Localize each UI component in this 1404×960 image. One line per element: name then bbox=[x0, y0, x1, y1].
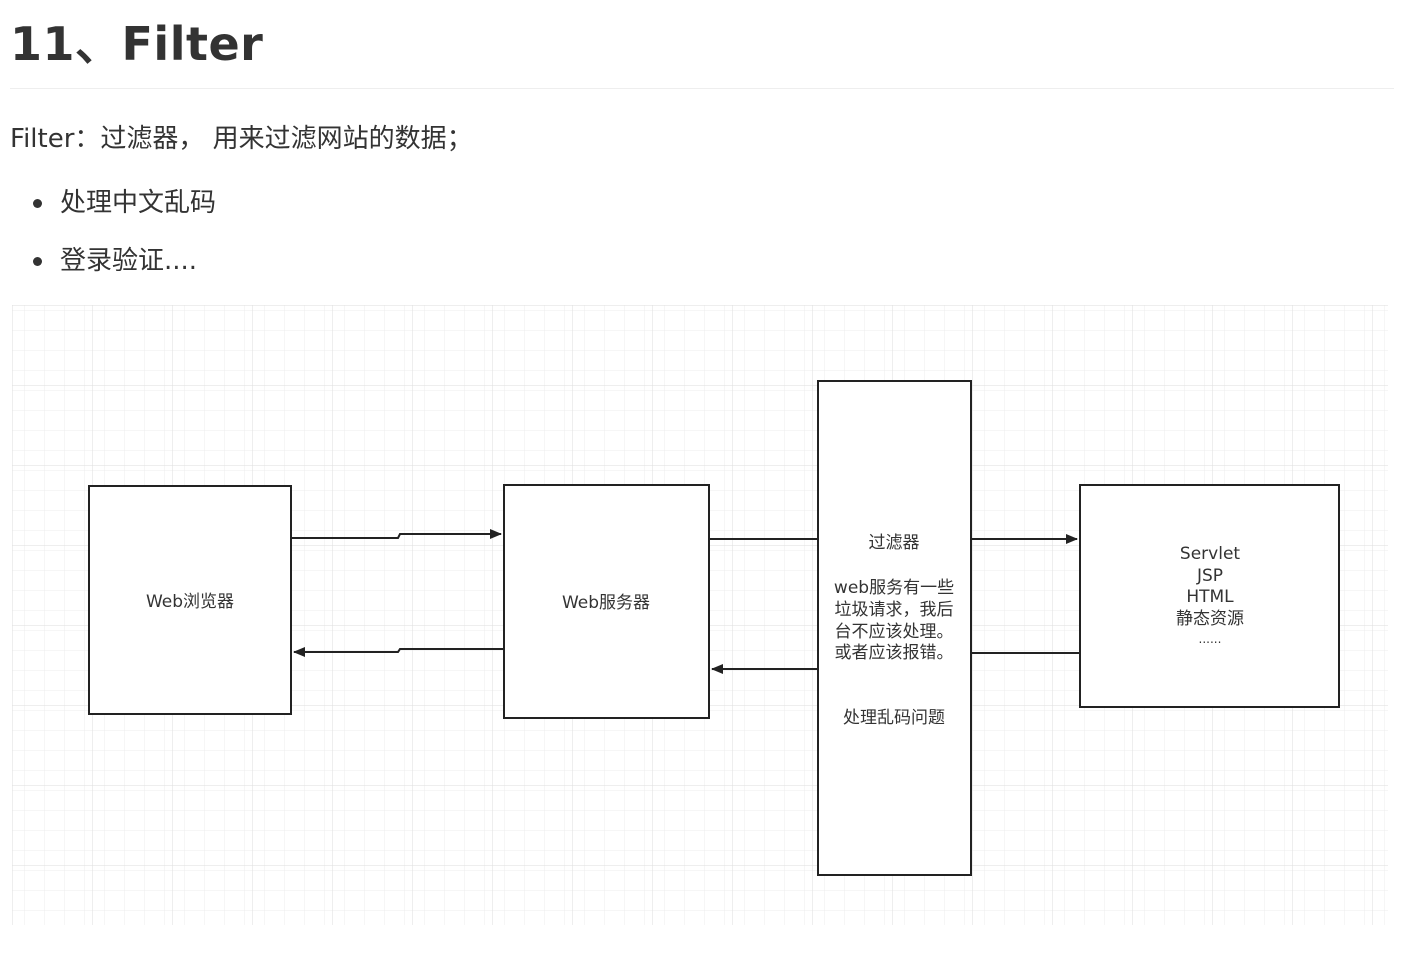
browser-box bbox=[88, 485, 292, 715]
filter-desc-line: 或者应该报错。 bbox=[835, 643, 954, 663]
filter-box bbox=[817, 380, 972, 876]
server-label: Web服务器 bbox=[562, 593, 650, 613]
filter-title: 过滤器 bbox=[869, 533, 920, 553]
browser-node: Web浏览器 bbox=[88, 485, 292, 715]
filter-desc-line: 垃圾请求，我后 bbox=[835, 600, 954, 620]
filter-desc-line: 台不应该处理。 bbox=[835, 622, 954, 642]
filter-node: 过滤器 web服务有一些 垃圾请求，我后 台不应该处理。 或者应该报错。 处理乱… bbox=[817, 380, 972, 876]
browser-label: Web浏览器 bbox=[146, 592, 234, 612]
bullet-list: 处理中文乱码 登录验证.... bbox=[0, 184, 216, 300]
bullet-text: 登录验证.... bbox=[60, 246, 198, 276]
arrow-browser-to-server bbox=[291, 529, 502, 539]
filter-footer: 处理乱码问题 bbox=[843, 708, 945, 728]
arrow-server-to-browser bbox=[293, 647, 504, 657]
bullet-dot bbox=[33, 199, 42, 208]
server-box bbox=[503, 484, 710, 719]
intro-paragraph: Filter：过滤器， 用来过滤网站的数据； bbox=[10, 124, 473, 154]
resource-line: HTML bbox=[1186, 587, 1234, 607]
filter-desc-line: web服务有一些 bbox=[834, 578, 954, 598]
resource-box bbox=[1079, 484, 1340, 708]
resource-line: Servlet bbox=[1180, 544, 1240, 564]
bullet-item-encoding: 处理中文乱码 bbox=[0, 184, 216, 242]
resource-line: 静态资源 bbox=[1176, 609, 1244, 629]
resource-ellipsis: ...... bbox=[1199, 632, 1222, 646]
page-heading: 11、Filter bbox=[10, 17, 264, 71]
bullet-item-login: 登录验证.... bbox=[0, 242, 216, 300]
heading-divider bbox=[10, 88, 1394, 89]
resource-line: JSP bbox=[1196, 566, 1223, 586]
resource-node: Servlet JSP HTML 静态资源 ...... bbox=[1079, 484, 1340, 708]
bullet-text: 处理中文乱码 bbox=[60, 188, 217, 218]
server-node: Web服务器 bbox=[503, 484, 710, 719]
bullet-dot bbox=[33, 257, 42, 266]
